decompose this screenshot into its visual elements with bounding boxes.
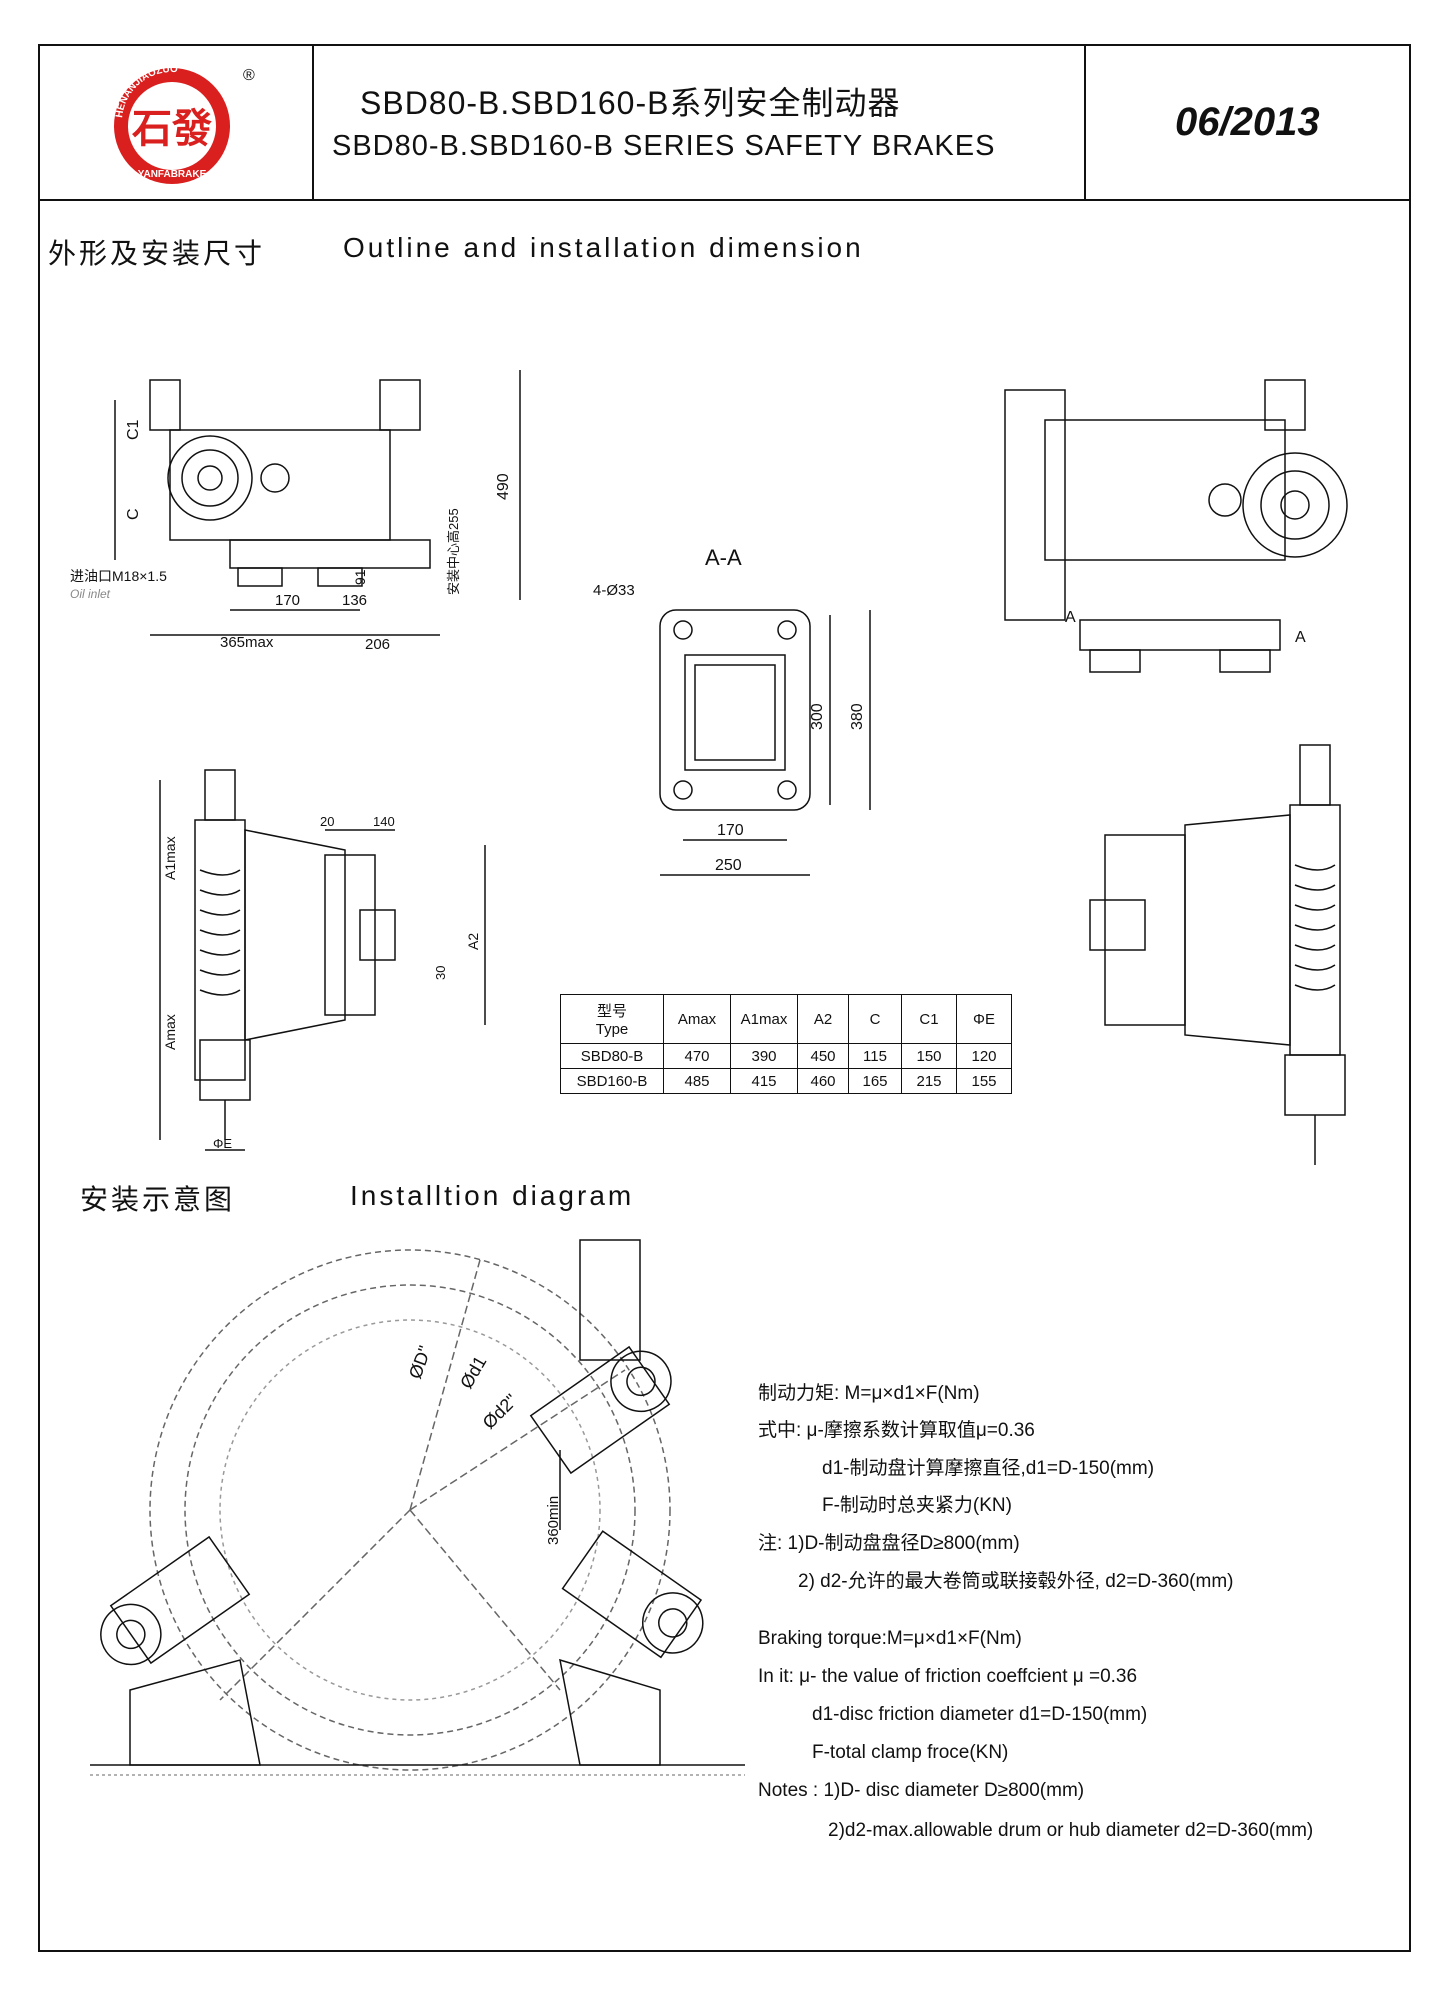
table-header: Amax xyxy=(663,994,731,1044)
table-cell: 150 xyxy=(901,1043,957,1069)
table-cell: 215 xyxy=(901,1068,957,1094)
dim-91: 91 xyxy=(352,569,368,585)
dim-490: 490 xyxy=(495,473,512,500)
page-frame xyxy=(38,44,1411,1952)
dim-365max: 365max xyxy=(220,634,274,651)
dim-a1max: A1max xyxy=(162,836,178,880)
section-a-marker-right: A xyxy=(1295,629,1306,646)
drawing-side-view-right: A A xyxy=(1004,379,1348,673)
drawing-front-view-right xyxy=(1089,744,1346,1165)
logo-char: 石發 xyxy=(132,107,212,151)
table-cell: 115 xyxy=(848,1043,902,1069)
title-english: SBD80-B.SBD160-B SERIES SAFETY BRAKES xyxy=(332,130,996,162)
dim-amax: Amax xyxy=(162,1014,178,1050)
dim-170b: 170 xyxy=(717,822,744,839)
table-cell: SBD80-B xyxy=(560,1043,664,1069)
header-divider xyxy=(1084,44,1086,201)
dim-300: 300 xyxy=(809,703,826,730)
brand-logo: HENANJIAOZUO 石發 YANFABRAKE ® xyxy=(114,64,255,184)
dim-a2: A2 xyxy=(465,933,481,950)
center-height-label: 安装中心高255 xyxy=(446,508,461,595)
note-cn-5: 注: 1)D-制动盘盘径D≥800(mm) xyxy=(758,1533,1020,1554)
dim-170: 170 xyxy=(275,592,300,609)
header-divider xyxy=(312,44,314,201)
dim-c: C xyxy=(125,508,142,520)
holes-label: 4-Ø33 xyxy=(593,582,635,599)
section2-title-en: Installtion diagram xyxy=(350,1180,635,1211)
table-row: SBD80-B 470 390 450 115 150 120 xyxy=(560,1043,1012,1069)
drawing-side-view-left: C1 C 进油口M18×1.5 Oil inlet 170 136 365max… xyxy=(70,370,521,653)
logo-brand: YANFABRAKE xyxy=(138,169,207,180)
table-cell: 390 xyxy=(730,1043,798,1069)
dim-136: 136 xyxy=(342,592,367,609)
table-header-type-en: Type xyxy=(595,1021,629,1038)
note-en-5: Notes : 1)D- disc diameter D≥800(mm) xyxy=(758,1780,1085,1801)
table-header: C1 xyxy=(901,994,957,1044)
note-cn-6: 2) d2-允许的最大卷筒或联接毂外径, d2=D-360(mm) xyxy=(798,1571,1234,1592)
dim-od: ØD" xyxy=(405,1343,435,1381)
title-chinese: SBD80-B.SBD160-B系列安全制动器 xyxy=(360,85,901,121)
drawing-section-aa: A-A 4-Ø33 300 380 170 250 xyxy=(593,545,871,876)
table-header: A2 xyxy=(797,994,849,1044)
note-en-2: In it: μ- the value of friction coeffcie… xyxy=(758,1666,1138,1687)
table-cell: 415 xyxy=(730,1068,798,1094)
header-row xyxy=(38,44,1411,201)
table-header: A1max xyxy=(730,994,798,1044)
table-cell: 460 xyxy=(797,1068,849,1094)
table-cell: 155 xyxy=(956,1068,1012,1094)
table-row: SBD160-B 485 415 460 165 215 155 xyxy=(560,1068,1012,1094)
table-cell: 120 xyxy=(956,1043,1012,1069)
table-cell: 450 xyxy=(797,1043,849,1069)
section1-title-cn: 外形及安装尺寸 xyxy=(48,238,266,269)
table-header: ΦE xyxy=(956,994,1012,1044)
dim-140: 140 xyxy=(373,814,395,829)
table-cell: 470 xyxy=(663,1043,731,1069)
dim-phi-e: ΦE xyxy=(213,1136,232,1151)
dim-30: 30 xyxy=(433,966,448,980)
note-cn-1: 制动力矩: M=μ×d1×F(Nm) xyxy=(758,1383,980,1404)
dim-206: 206 xyxy=(365,636,390,653)
dim-20: 20 xyxy=(320,814,334,829)
dim-380: 380 xyxy=(849,703,866,730)
drawing-front-view-left: A1max Amax 20 140 A2 30 ΦE xyxy=(159,769,486,1151)
section-a-marker-left: A xyxy=(1065,609,1076,626)
table-cell: 165 xyxy=(848,1068,902,1094)
section2-title-cn: 安装示意图 xyxy=(80,1184,236,1215)
note-cn-4: F-制动时总夹紧力(KN) xyxy=(822,1495,1012,1516)
dim-od1: Ød1 xyxy=(456,1353,490,1392)
dim-250: 250 xyxy=(715,857,742,874)
note-en-4: F-total clamp froce(KN) xyxy=(812,1742,1009,1763)
dim-360min: 360min xyxy=(545,1496,562,1545)
oil-inlet-en-label: Oil inlet xyxy=(70,587,111,601)
table-cell: 485 xyxy=(663,1068,731,1094)
section-aa-label: A-A xyxy=(705,545,742,570)
table-header-type-cn: 型号 xyxy=(596,1003,627,1020)
registered-mark: ® xyxy=(243,67,255,84)
installation-diagram: ØD" Ød1 Ød2" 360min xyxy=(90,1239,745,1776)
dim-c1: C1 xyxy=(125,419,142,440)
note-en-1: Braking torque:M=μ×d1×F(Nm) xyxy=(758,1628,1022,1649)
dim-od2: Ød2" xyxy=(479,1390,522,1433)
note-cn-3: d1-制动盘计算摩擦直径,d1=D-150(mm) xyxy=(822,1458,1155,1479)
table-cell: SBD160-B xyxy=(560,1068,664,1094)
oil-inlet-label: 进油口M18×1.5 xyxy=(70,568,167,584)
issue-date: 06/2013 xyxy=(1175,100,1320,144)
note-cn-2: 式中: μ-摩擦系数计算取值μ=0.36 xyxy=(758,1420,1035,1441)
note-en-6: 2)d2-max.allowable drum or hub diameter … xyxy=(828,1820,1314,1841)
section1-title-en: Outline and installation dimension xyxy=(343,232,864,263)
table-header: C xyxy=(848,994,902,1044)
note-en-3: d1-disc friction diameter d1=D-150(mm) xyxy=(812,1704,1148,1725)
